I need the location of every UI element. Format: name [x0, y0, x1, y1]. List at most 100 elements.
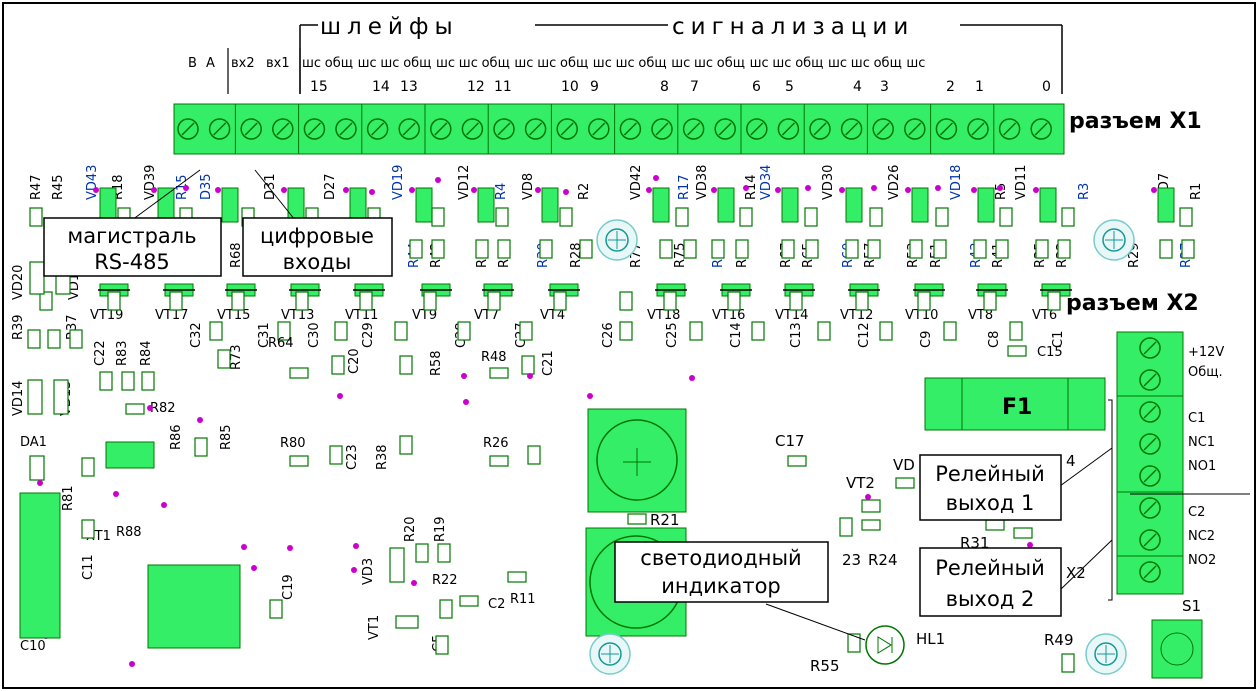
component-label: R73	[229, 344, 244, 370]
resistor-pad	[107, 291, 121, 311]
component-label: R82	[150, 401, 176, 416]
screw-slot	[623, 122, 637, 136]
component-pad	[847, 633, 861, 653]
resistor-pad	[231, 291, 245, 311]
component-label: R11	[510, 592, 536, 607]
component-label: C31	[257, 322, 272, 348]
component-label: R3	[1077, 183, 1092, 200]
screw-slot	[434, 122, 448, 136]
x2-pin-label: NC2	[1188, 529, 1215, 544]
via	[653, 175, 659, 181]
transistor-label: VT4	[540, 308, 565, 323]
signal-label-shs: шс	[694, 56, 713, 71]
resistor-pad	[1047, 291, 1061, 311]
callout-relay1-line2: выход 1	[946, 491, 1035, 515]
resistor-pad	[1061, 207, 1075, 227]
via	[411, 580, 417, 586]
diode-pad	[349, 187, 367, 223]
signal-label-shs: шс	[380, 56, 399, 71]
loop-number: 3	[880, 79, 889, 95]
resistor-pad	[689, 321, 703, 341]
component-pad	[399, 355, 413, 375]
x2-pin-label: NO1	[1188, 459, 1216, 474]
diode-pad	[541, 187, 559, 223]
label-separators	[227, 48, 301, 94]
screw-slot	[655, 122, 669, 136]
chip-dd1	[147, 564, 241, 649]
diode-pad	[99, 187, 117, 223]
callout-led-indicator: светодиодный индикатор	[614, 541, 829, 603]
signal-label-shs: шс	[593, 56, 612, 71]
signal-label-shs: шс	[302, 56, 321, 71]
via	[461, 373, 467, 379]
callout-digital-line2: входы	[283, 250, 352, 274]
loop-number: 1	[975, 79, 984, 95]
component-pad	[787, 455, 807, 467]
fuse-f1: F1	[924, 377, 1106, 431]
component-label: R17	[677, 174, 692, 200]
diode-pad	[977, 187, 995, 223]
component-label: R68	[229, 242, 244, 268]
component-label: C8	[987, 331, 1002, 348]
signal-label-shs: шс	[358, 56, 377, 71]
screw-slot	[592, 122, 606, 136]
resistor-pad	[334, 321, 348, 341]
diode-pad	[157, 187, 175, 223]
resistor-pad	[735, 239, 749, 259]
signal-label-obsh: общ	[560, 56, 588, 71]
screw-slot	[876, 122, 890, 136]
component-label: R86	[169, 424, 184, 450]
component-label: R22	[432, 573, 458, 588]
via	[905, 187, 911, 193]
terminal-screws-x2	[1117, 337, 1183, 583]
component-pad	[53, 379, 69, 415]
component-label: R47	[29, 174, 44, 200]
resistor-pad	[431, 239, 445, 259]
screw-slot	[971, 122, 985, 136]
screw-slot	[244, 122, 258, 136]
component-label: VD18	[949, 165, 964, 200]
component-pad	[27, 379, 43, 415]
component-label: VD38	[695, 165, 710, 200]
diode-pad	[287, 187, 305, 223]
component-label: VD	[893, 456, 915, 474]
component-pad	[439, 599, 453, 619]
resistor-pad	[943, 321, 957, 341]
diode-pad	[652, 187, 670, 223]
connector-xt1	[19, 492, 61, 639]
via	[351, 567, 357, 573]
x2-pin-label: +12V	[1188, 345, 1224, 360]
component-label: C11	[81, 554, 96, 580]
screw-slot	[1143, 565, 1157, 579]
signal-label-obsh: общ	[325, 56, 353, 71]
x2-bracket	[1108, 399, 1113, 601]
header-right-text: сигнализации	[672, 14, 914, 40]
component-label: R80	[280, 436, 306, 451]
component-label: VD3	[361, 558, 376, 585]
transistor-label: VT7	[474, 308, 499, 323]
screw-slot	[276, 122, 290, 136]
via	[129, 661, 135, 667]
via	[775, 187, 781, 193]
component-pad	[81, 519, 95, 539]
resistor-pad	[619, 321, 633, 341]
signal-label-obsh: общ	[403, 56, 431, 71]
label-b: B	[188, 56, 197, 71]
resistor-pad	[539, 239, 553, 259]
component-pad	[437, 543, 451, 563]
diode-pad	[845, 187, 863, 223]
mounting-hole-ring	[605, 228, 629, 252]
via	[711, 187, 717, 193]
component-pad	[141, 371, 155, 391]
resistor-pad	[739, 207, 753, 227]
resistor-pad	[879, 321, 893, 341]
via	[563, 189, 569, 195]
label-vx2: вх2	[231, 56, 255, 71]
component-label: VT1	[367, 615, 382, 640]
via	[281, 187, 287, 193]
signal-label-shs: шс	[671, 56, 690, 71]
component-pad	[194, 437, 208, 457]
component-pad	[121, 371, 135, 391]
resistor-pad	[1181, 239, 1195, 259]
